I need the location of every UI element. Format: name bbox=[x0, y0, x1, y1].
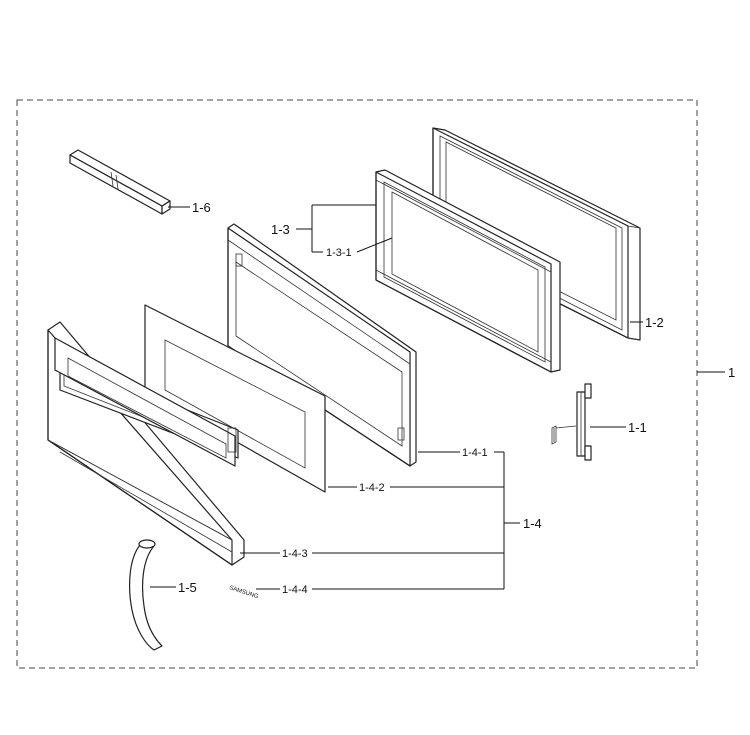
label-door-outer: 1-4 bbox=[523, 516, 542, 531]
hinge-part bbox=[551, 383, 592, 461]
label-door-outer-4: 1-4-4 bbox=[282, 584, 308, 596]
label-hinge: 1-1 bbox=[628, 420, 647, 435]
glass-panel-part bbox=[144, 304, 326, 493]
outer-door-part bbox=[47, 321, 245, 566]
assembly-boundary bbox=[16, 99, 698, 669]
label-assembly: 1 bbox=[728, 365, 735, 380]
label-choke-cover-sub: 1-3-1 bbox=[326, 247, 352, 259]
top-strip-part bbox=[69, 149, 171, 215]
leader-choke-cover-sub bbox=[356, 237, 393, 253]
label-choke-cover: 1-3 bbox=[271, 222, 290, 237]
label-door-outer-2: 1-4-2 bbox=[359, 482, 385, 494]
choke-cover-part bbox=[375, 169, 561, 373]
brand-mark: SAMSUNG bbox=[228, 585, 259, 600]
label-door-frame: 1-2 bbox=[645, 315, 664, 330]
label-top-strip: 1-6 bbox=[192, 200, 211, 215]
label-handle-cap: 1-5 bbox=[178, 580, 197, 595]
handle-cap-part bbox=[129, 539, 163, 651]
label-door-outer-3: 1-4-3 bbox=[282, 548, 308, 560]
label-door-outer-1: 1-4-1 bbox=[462, 447, 488, 459]
inner-door-panel-part bbox=[227, 223, 417, 467]
